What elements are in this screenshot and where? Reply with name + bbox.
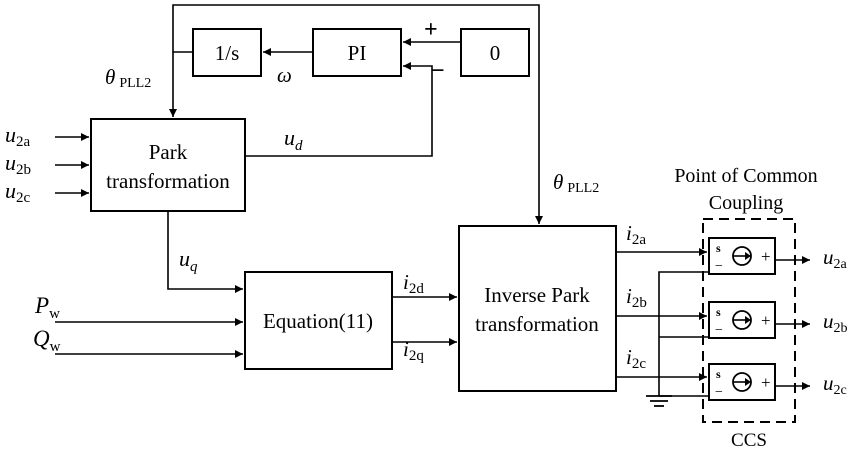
omega-label: ω [277,63,292,87]
i2b-label: i2b [626,284,647,311]
pcc-title-line1: Point of Common [674,165,817,187]
pi-label: PI [348,41,367,65]
integrator-block: 1/s [192,28,262,77]
zero-reference-block: 0 [460,28,530,77]
svg-text:s: s [716,305,721,319]
integrator-label: 1/s [215,41,240,65]
inverse-park-block: Inverse Park transformation [458,225,617,392]
svg-text:+: + [761,247,771,266]
pi-controller-block: PI [312,28,402,77]
svg-text:s: s [716,367,721,381]
pcc-title-line2: Coupling [709,192,783,214]
zero-label: 0 [490,41,501,65]
i2q-label: i2q [403,337,424,364]
u2a-input-label: u2a [5,122,31,150]
inverse-park-label-line2: transformation [475,312,599,336]
u2c-input-label: u2c [5,178,31,206]
uq-label: uq [179,246,198,275]
ccs-source-b: s − + [708,301,776,339]
park-label-line2: transformation [106,169,230,193]
pcc-enclosure [702,218,796,423]
park-label-line1: Park [149,140,188,164]
signal-wires [55,4,810,397]
svg-text:−: − [715,385,723,400]
u2a-output-label: u2a [823,245,848,272]
ccs-label: CCS [731,430,767,451]
svg-text:+: + [761,373,771,392]
ground-icon [646,395,672,407]
i2d-label: i2d [403,270,424,297]
u2c-output-label: u2c [823,371,847,398]
pw-label: Pw [34,293,60,322]
equation-label: Equation(11) [263,309,373,333]
svg-text:s: s [716,241,721,255]
qw-label: Qw [33,326,61,355]
plus-sign: + [424,17,438,43]
equation-block: Equation(11) [244,271,393,370]
inverse-park-label-line1: Inverse Park [484,283,590,307]
svg-text:+: + [761,311,771,330]
u2b-input-label: u2b [5,150,31,178]
svg-text:−: − [715,323,723,338]
park-transformation-block: Park transformation [90,118,246,212]
ccs-source-c: s − + [708,363,776,401]
i2c-label: i2c [626,345,646,372]
ccs-source-a: s − + [708,237,776,275]
i2a-label: i2a [626,221,646,248]
ud-label: ud [284,125,303,154]
u2b-output-label: u2b [823,309,848,336]
minus-sign: − [431,58,445,84]
svg-text:−: − [715,259,723,274]
